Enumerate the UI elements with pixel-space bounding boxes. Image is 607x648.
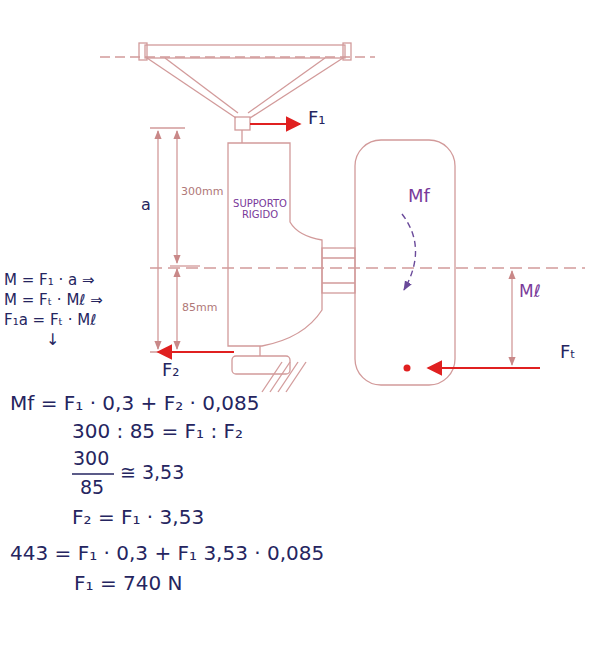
force-label: F₂ bbox=[162, 360, 180, 380]
formula-arrow: ↓ bbox=[46, 331, 59, 349]
dimension-label: 85mm bbox=[182, 302, 217, 314]
ground-hatch bbox=[286, 362, 306, 392]
spoke bbox=[250, 58, 343, 118]
fraction-numerator: 300 bbox=[73, 448, 109, 469]
centre-line bbox=[150, 267, 585, 268]
dimension-line bbox=[511, 271, 512, 365]
formula-result: F₁ = 740 N bbox=[74, 572, 183, 594]
force-arrow bbox=[250, 123, 300, 125]
steering-column bbox=[241, 130, 242, 143]
axle-line bbox=[322, 282, 355, 283]
ground-hatch bbox=[270, 362, 290, 392]
steering-rim bbox=[145, 45, 345, 58]
ground-hatch bbox=[278, 362, 298, 392]
dimension-tick bbox=[170, 265, 200, 266]
force-label: Fₜ bbox=[560, 342, 576, 362]
ground-hatch bbox=[262, 362, 282, 392]
spoke bbox=[248, 58, 325, 113]
force-arrow bbox=[158, 351, 234, 353]
tie-rod-link bbox=[259, 346, 260, 356]
axle-hub bbox=[322, 248, 355, 293]
formula-line: M = Fₜ · Mℓ ⇒ bbox=[4, 292, 103, 309]
fraction-denominator: 85 bbox=[80, 477, 104, 498]
tie-rod bbox=[232, 356, 290, 374]
dimension-label: a bbox=[141, 196, 151, 214]
steering-hub bbox=[235, 117, 250, 130]
formula-line: F₂ = F₁ · 3,53 bbox=[72, 506, 204, 528]
part-name: SUPPORTO RIGIDO bbox=[231, 198, 289, 220]
dimension-line bbox=[176, 131, 177, 263]
formula-line: F₁a = Fₜ · Mℓ bbox=[4, 312, 96, 329]
formula-line: Mf = F₁ · 0,3 + F₂ · 0,085 bbox=[10, 392, 260, 414]
dimension-label: Mℓ bbox=[519, 282, 541, 301]
fraction-bar bbox=[72, 473, 114, 475]
formula-line: 443 = F₁ · 0,3 + F₁ 3,53 · 0,085 bbox=[10, 542, 324, 564]
dimension-line bbox=[176, 269, 177, 349]
axle-line bbox=[322, 257, 355, 258]
rim-cap bbox=[343, 43, 351, 60]
dimension-label: 300mm bbox=[181, 186, 223, 198]
formula-line: ≅ 3,53 bbox=[120, 462, 184, 483]
wheel-tyre bbox=[355, 140, 455, 385]
spoke bbox=[147, 58, 236, 118]
moment-arrow bbox=[402, 214, 416, 290]
force-label: F₁ bbox=[308, 108, 326, 128]
rigid-support bbox=[228, 143, 322, 346]
dimension-tick bbox=[150, 127, 185, 128]
formula-line: 300 : 85 = F₁ : F₂ bbox=[72, 420, 243, 442]
moment-label: Mf bbox=[408, 186, 430, 206]
contact-point bbox=[404, 365, 411, 372]
rim-cap bbox=[139, 43, 147, 60]
dimension-line bbox=[157, 131, 158, 349]
formula-line: M = F₁ · a ⇒ bbox=[4, 272, 95, 289]
spoke bbox=[165, 58, 238, 113]
force-arrow bbox=[428, 367, 540, 369]
